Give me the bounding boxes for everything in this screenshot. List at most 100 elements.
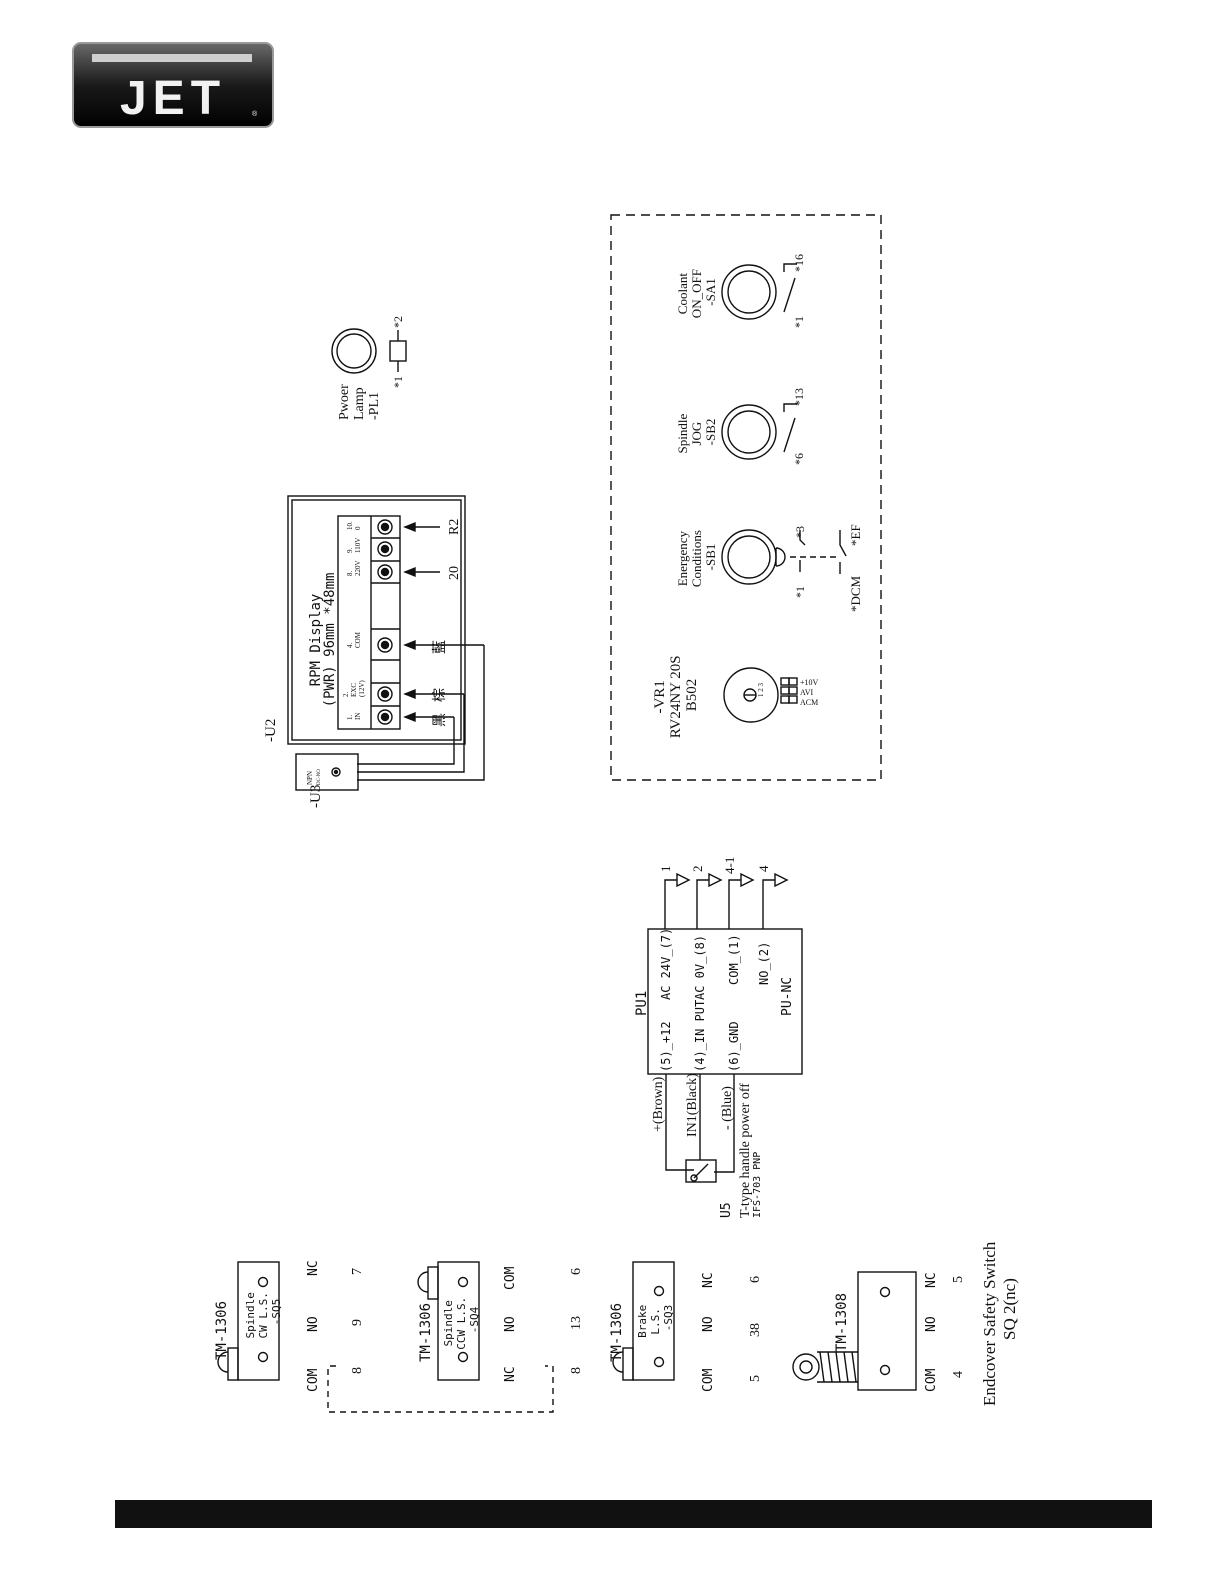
svg-text:AVI: AVI	[800, 688, 814, 697]
sq-link-dashed	[327, 1365, 554, 1413]
pu1-outputs	[664, 872, 789, 929]
sq4-body	[417, 1261, 480, 1381]
svg-text:Spindle JOG -SB2: Spindle JOG -SB2	[675, 411, 718, 454]
svg-text:棕: 棕	[432, 688, 448, 702]
rpm-display-outer	[287, 495, 466, 745]
svg-text:13: 13	[569, 1316, 584, 1330]
svg-text:TM-1306: TM-1306	[214, 1301, 230, 1360]
power-lamp	[331, 328, 377, 374]
svg-text:R2: R2	[447, 519, 462, 535]
svg-text:藍: 藍	[432, 640, 448, 654]
svg-text:-VR1 RV24NY 20S B5: -VR1 RV24NY 20S B502	[652, 652, 700, 739]
svg-text:NC: NC	[924, 1272, 939, 1288]
svg-text:6: 6	[569, 1268, 584, 1275]
svg-text:AC 24V_(7): AC 24V_(7)	[659, 928, 673, 1000]
svg-text:6: 6	[748, 1276, 763, 1283]
svg-text:+10V: +10V	[800, 678, 819, 687]
svg-text:*1: *1	[792, 316, 806, 328]
control-panel-border	[610, 214, 882, 781]
sb1-button	[721, 529, 777, 585]
svg-text:38: 38	[748, 1323, 763, 1337]
logo-text: JET	[120, 72, 226, 125]
svg-text:NC: NC	[306, 1260, 321, 1276]
svg-text:1.: 1.	[346, 715, 354, 721]
svg-text:AC 0V_(8): AC 0V_(8)	[693, 935, 707, 1000]
svg-text:8: 8	[350, 1367, 365, 1374]
u5-switch	[685, 1159, 717, 1183]
jet-logo: JET ®	[72, 42, 274, 128]
svg-text:*13: *13	[792, 388, 806, 406]
svg-text:Energency Conditions: Energency Conditions -SB1	[675, 527, 718, 587]
svg-text:T-type handle power off: T-type handle power off	[738, 1083, 753, 1218]
sb2-button	[721, 404, 777, 460]
svg-text:2.: 2.	[342, 692, 350, 698]
svg-text:TM-1306: TM-1306	[609, 1303, 625, 1362]
svg-text:(5)_+12: (5)_+12	[659, 1021, 673, 1072]
sq2-body	[792, 1271, 917, 1391]
svg-text:5: 5	[748, 1375, 763, 1382]
svg-text:*2: *2	[391, 316, 405, 328]
svg-text:IFS-703 PNP: IFS-703 PNP	[752, 1152, 763, 1218]
svg-text:COM: COM	[701, 1368, 716, 1392]
diagram-labels: Pwoer Lamp -PL1 *1 *2 -U2 RPM Display (P…	[214, 254, 1019, 1406]
svg-text:TM-1306: TM-1306	[418, 1303, 434, 1362]
svg-text:*6: *6	[792, 453, 806, 465]
svg-text:U5: U5	[719, 1202, 734, 1218]
svg-text:PU1: PU1	[634, 991, 650, 1016]
svg-text:9.: 9.	[346, 548, 354, 554]
svg-text:RPM Display: RPM Display	[308, 594, 324, 687]
svg-text:IN: IN	[354, 713, 362, 720]
svg-text:NO: NO	[924, 1316, 939, 1332]
svg-text:8: 8	[569, 1367, 584, 1374]
svg-text:COM_(1): COM_(1)	[727, 934, 741, 985]
svg-text:9: 9	[350, 1319, 365, 1326]
svg-text:NO: NO	[503, 1316, 518, 1332]
svg-text:*EF: *EF	[848, 524, 863, 546]
svg-text:10.: 10.	[346, 521, 354, 530]
svg-text:黑: 黑	[433, 713, 448, 727]
svg-text:IN1(Black): IN1(Black)	[685, 1073, 700, 1137]
svg-text:Spindle CCW L.S. -: Spindle CCW L.S. -SQ4	[442, 1290, 481, 1350]
svg-text:*DCM: *DCM	[848, 575, 863, 612]
svg-text:5: 5	[951, 1276, 966, 1283]
u5-wires	[665, 1074, 735, 1173]
footer-bar	[115, 1500, 1152, 1528]
rpm-terminal-block	[337, 515, 401, 730]
svg-text:4.: 4.	[346, 643, 354, 649]
sa1-button	[721, 264, 777, 320]
svg-text:Spindle CW L.S. -S: Spindle CW L.S. -SQ5	[244, 1286, 283, 1339]
svg-text:4-1: 4-1	[722, 857, 737, 874]
svg-text:®: ®	[252, 110, 258, 118]
svg-text:COM: COM	[354, 631, 362, 648]
rpm-wires	[357, 521, 485, 781]
svg-text:NO: NO	[701, 1316, 716, 1332]
svg-text:-U2: -U2	[263, 719, 279, 742]
svg-text:TM-1308: TM-1308	[834, 1293, 850, 1352]
svg-text:PU-NC: PU-NC	[780, 977, 795, 1016]
svg-text:+(Brown): +(Brown)	[651, 1076, 666, 1132]
svg-text:(6)_GND: (6)_GND	[727, 1021, 741, 1072]
svg-text:110V: 110V	[354, 538, 362, 553]
svg-text:Brake L.S. -SQ3: Brake L.S. -SQ3	[636, 1298, 675, 1338]
svg-text:COM: COM	[503, 1266, 518, 1290]
svg-text:1: 1	[658, 866, 673, 873]
sq3-body	[612, 1261, 675, 1381]
svg-text:*16: *16	[792, 254, 806, 272]
sq5-body	[217, 1261, 280, 1381]
svg-text:20: 20	[447, 566, 462, 580]
svg-text:4: 4	[951, 1371, 966, 1378]
rpm-terminals	[371, 537, 400, 707]
pu1-box	[647, 928, 803, 1075]
svg-text:DC-NO: DC-NO	[317, 769, 322, 785]
svg-text:-U3: -U3	[308, 785, 324, 808]
svg-text:COM: COM	[924, 1368, 939, 1392]
svg-text:COM: COM	[306, 1368, 321, 1392]
svg-text:NC: NC	[503, 1366, 518, 1382]
svg-text:ACM: ACM	[800, 698, 818, 707]
svg-text:NO: NO	[306, 1316, 321, 1332]
svg-text:*1: *1	[793, 586, 807, 598]
svg-text:(12V): (12V)	[358, 680, 366, 697]
svg-text:EXC: EXC	[350, 683, 358, 697]
svg-text:2: 2	[690, 866, 705, 873]
